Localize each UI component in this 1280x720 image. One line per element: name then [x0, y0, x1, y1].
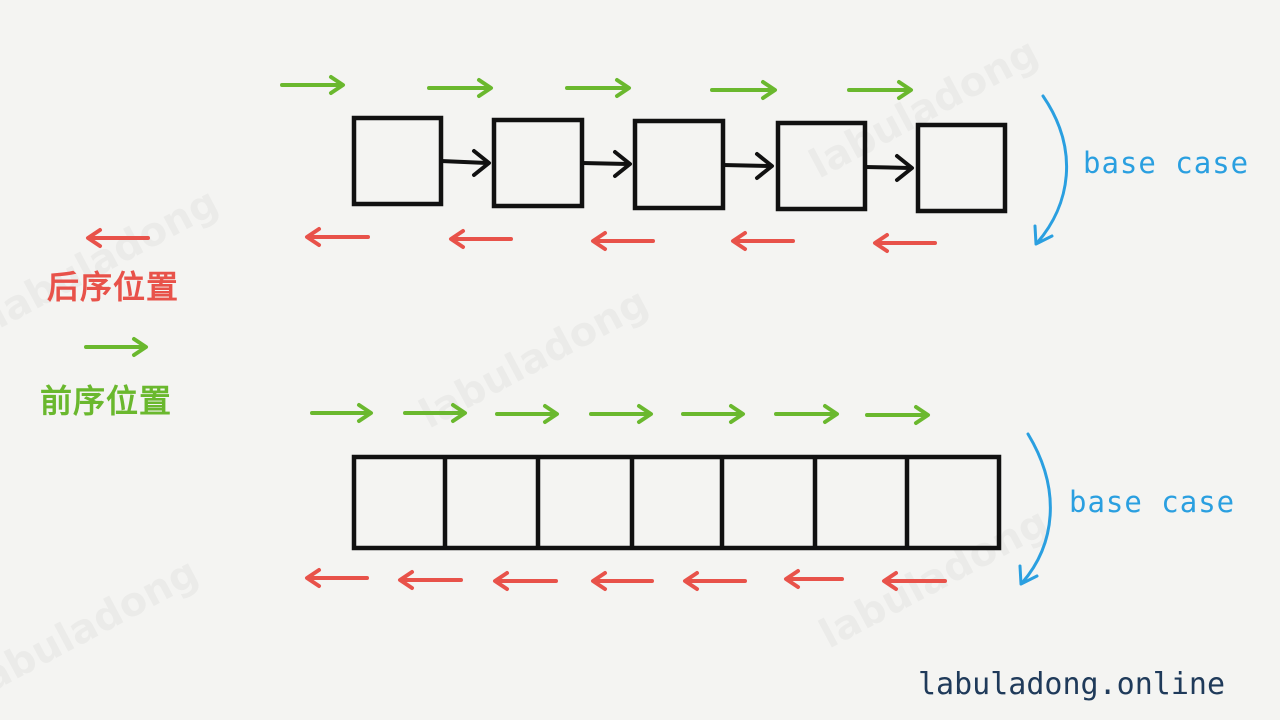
watermark-text: labuladong — [0, 549, 206, 708]
legend-preorder-arrow — [84, 337, 148, 357]
list-node — [351, 115, 444, 207]
list-node — [915, 122, 1008, 214]
array — [351, 454, 1002, 551]
postorder-arrow — [882, 571, 947, 591]
list-node — [775, 120, 868, 212]
postorder-arrow — [398, 570, 463, 590]
postorder-legend-label: 后序位置 — [47, 268, 180, 306]
postorder-arrow — [731, 231, 795, 251]
site-label: labuladong.online — [918, 667, 1226, 702]
preorder-legend-label: 前序位置 — [40, 382, 173, 420]
base-case-arrow-bottom — [1018, 432, 1052, 586]
postorder-arrow — [591, 571, 654, 591]
next-pointer-arrow-head — [472, 149, 491, 177]
next-pointer-arrow — [722, 163, 771, 168]
list-node — [491, 117, 585, 209]
list-node — [632, 118, 726, 211]
base-case-arrow-top — [1033, 94, 1069, 246]
base-case-label-bottom: base case — [1069, 485, 1236, 519]
postorder-arrow — [683, 571, 747, 591]
postorder-arrow — [305, 568, 369, 588]
preorder-arrow — [774, 404, 839, 424]
watermark-layer: labuladonglabuladonglabuladonglabuladong… — [0, 29, 1056, 708]
legend-postorder-arrow — [86, 228, 150, 248]
linked-list — [351, 115, 1008, 214]
postorder-arrow — [873, 233, 937, 253]
watermark-text: labuladong — [802, 29, 1046, 188]
preorder-arrow — [710, 80, 777, 100]
postorder-arrow — [784, 569, 844, 589]
next-pointer-arrow — [440, 159, 488, 165]
preorder-arrow — [495, 404, 559, 424]
preorder-arrow — [565, 78, 631, 98]
preorder-arrow — [865, 405, 930, 425]
preorder-arrow — [681, 404, 745, 424]
next-pointer-arrow-head — [613, 150, 632, 178]
next-pointer-arrow-head — [895, 154, 914, 182]
preorder-arrow — [280, 75, 345, 95]
array-outline — [351, 454, 1002, 551]
next-pointer-arrow — [864, 165, 911, 170]
preorder-arrow — [310, 403, 373, 423]
postorder-arrow — [449, 229, 513, 249]
traversal-arrows — [280, 75, 947, 591]
watermark-text: labuladong — [0, 179, 226, 338]
postorder-arrow — [305, 227, 370, 247]
base-case-label-top: base case — [1083, 146, 1250, 180]
preorder-arrow — [427, 78, 493, 98]
preorder-arrow — [589, 404, 653, 424]
preorder-arrow — [403, 403, 467, 423]
postorder-arrow — [493, 571, 558, 591]
next-pointer-arrow-head — [755, 152, 774, 180]
postorder-arrow — [591, 231, 655, 251]
preorder-arrow — [847, 80, 913, 100]
next-pointer-arrow — [581, 161, 629, 166]
